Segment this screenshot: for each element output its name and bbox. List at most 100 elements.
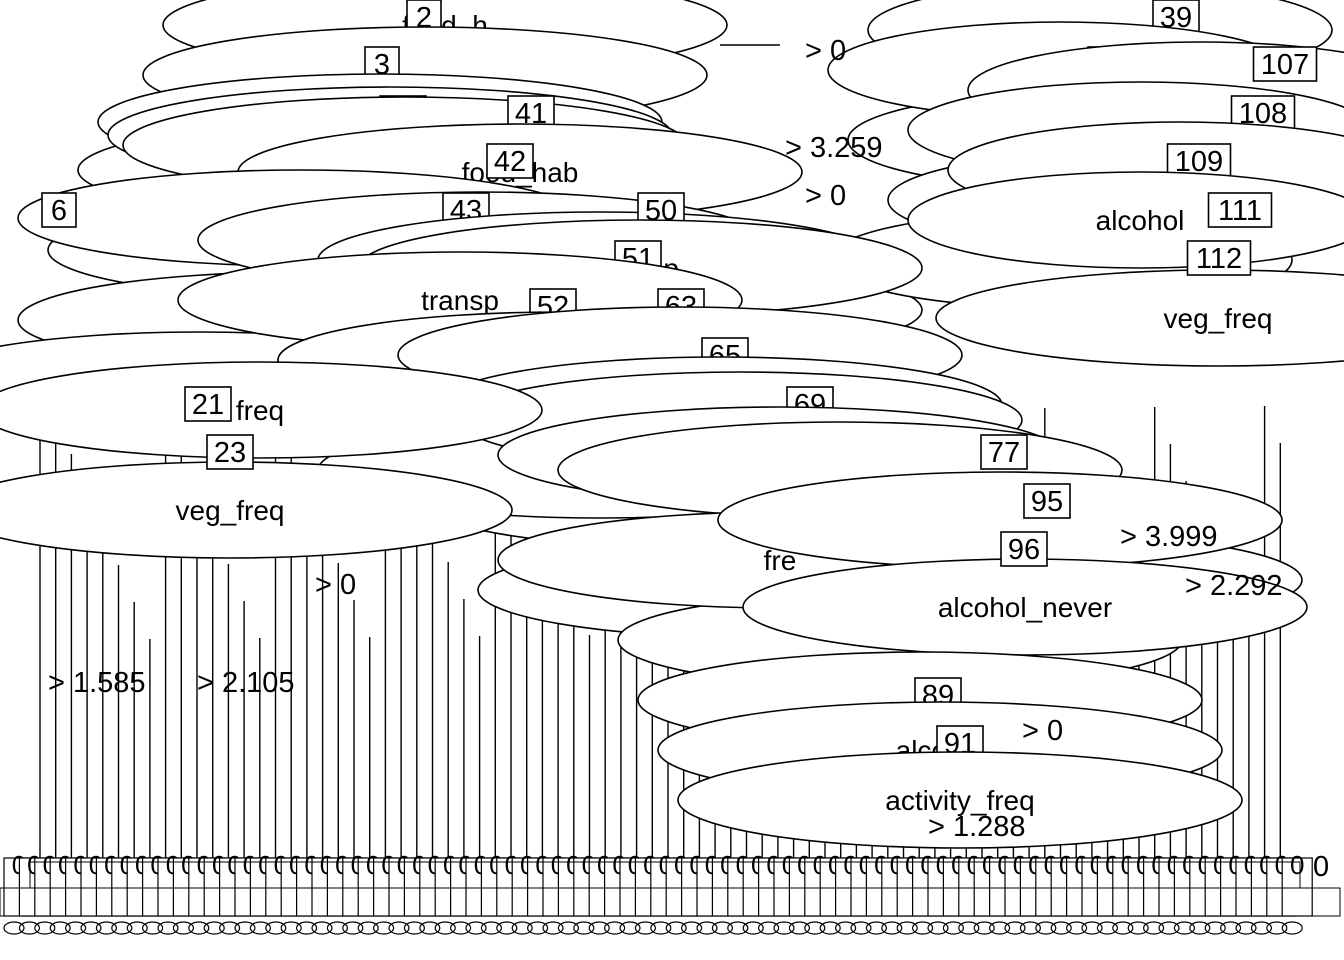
leaf-node-ellipse — [911, 921, 934, 935]
node-variable-label: alcohol_never — [938, 592, 1112, 623]
node-id-label: 42 — [494, 146, 526, 178]
leaf-node-ellipse — [157, 921, 179, 935]
split-condition-label: > 0 — [315, 569, 356, 601]
leaf-row-frame — [0, 887, 1341, 917]
node-variable-label: alcohol — [1096, 205, 1185, 236]
leaf-node-ellipse — [1142, 921, 1165, 935]
leaf-node-ellipse — [388, 921, 410, 935]
leaf-node-ellipse — [958, 921, 980, 935]
leaf-node-ellipse — [650, 921, 672, 935]
leaf-node-ellipse — [696, 921, 718, 935]
node-id-box — [41, 192, 77, 228]
node-id-label: 21 — [192, 389, 224, 421]
leaf-node-ellipse — [326, 921, 348, 935]
node-variable-label: transp — [421, 285, 499, 316]
leaf-node-ellipse — [573, 921, 595, 935]
leaf-node-ellipse — [804, 921, 826, 935]
leaf-node-ellipse — [1050, 921, 1072, 935]
leaf-node-ellipse — [1266, 921, 1288, 935]
node-id-box — [1023, 483, 1071, 519]
node-id-box — [486, 143, 534, 179]
leaf-node-ellipse — [18, 921, 40, 935]
node-variable-label: freq — [236, 395, 284, 426]
leaf-node-ellipse — [511, 921, 533, 935]
leaf-node-ellipse — [773, 921, 795, 935]
tree-nodes: food_h23f43541food_hab42transp64350trans… — [0, 0, 1344, 849]
split-condition-label: > 0 — [1022, 715, 1063, 747]
leaf-node-ellipse — [434, 921, 456, 935]
split-condition-label: > 3.999 — [1120, 521, 1218, 553]
leaf-node-ellipse — [865, 921, 888, 935]
split-condition-label: > 2.105 — [197, 667, 295, 699]
leaf-node-ellipse — [1219, 921, 1242, 935]
leaf-node-ellipse — [1204, 921, 1226, 935]
leaf-node-ellipse — [619, 921, 641, 935]
leaf-node-ellipse — [172, 921, 194, 935]
split-condition-label: > 3.259 — [785, 132, 883, 164]
leaf-node-ellipse — [665, 921, 687, 935]
leaf-node-ellipse — [850, 921, 872, 935]
node-id-label: 95 — [1031, 486, 1063, 518]
split-condition-label: > 1.288 — [928, 811, 1026, 843]
leaf-node-ellipse — [403, 921, 425, 935]
leaf-node-ellipse — [142, 921, 164, 935]
node-id-box — [1252, 46, 1318, 82]
node-id-label: 2 — [416, 2, 432, 34]
leaf-node-ellipse — [1065, 921, 1088, 935]
split-condition-label: > 0 — [805, 180, 846, 212]
leaf-node-ellipse — [727, 921, 749, 935]
leaf-node-ellipse — [465, 921, 487, 935]
leaf-node-ellipse — [603, 921, 626, 935]
leaf-node-ellipse — [1019, 921, 1042, 935]
node-id-box — [184, 386, 232, 422]
node-id-box — [980, 434, 1028, 470]
split-labels: > 0> 3.259> 0> 0> 1.585> 2.105> 3.999> 2… — [48, 35, 1329, 883]
leaf-node-ellipse — [542, 921, 564, 935]
leaf-node-ellipse — [1096, 921, 1119, 935]
node-id-box — [1186, 240, 1252, 276]
leaf-node-ellipse — [680, 921, 703, 935]
leaf-node-ellipse — [3, 921, 25, 935]
node-id-label: 107 — [1261, 49, 1309, 81]
leaf-node-ellipse — [1235, 921, 1257, 935]
leaf-node-ellipse — [1081, 921, 1103, 935]
node-id-box — [1207, 192, 1273, 228]
inner-node-ellipse — [0, 361, 543, 459]
leaf-node-ellipse — [357, 921, 379, 935]
leaf-node-ellipse — [249, 921, 271, 935]
node-id-label: 3 — [374, 49, 390, 81]
leaf-node-ellipse — [234, 921, 256, 935]
leaf-node-ellipse — [188, 921, 210, 935]
leaf-node-ellipse — [49, 921, 71, 935]
leaf-node-ellipse — [80, 921, 102, 935]
leaf-node-ellipse — [742, 921, 764, 935]
node-id-label: 96 — [1008, 534, 1040, 566]
leaf-node-ellipse — [1173, 921, 1196, 935]
inner-node: freq 21 — [0, 361, 543, 459]
leaf-node-ellipse — [296, 921, 318, 935]
leaf-node-ellipse — [557, 921, 580, 935]
leaf-node-ellipse — [111, 921, 133, 935]
leaf-node-ellipse — [881, 921, 903, 935]
split-condition-label: > 1.585 — [48, 667, 146, 699]
node-id-label: 6 — [51, 195, 67, 227]
leaf-node-ellipse — [219, 921, 241, 935]
inner-node: 95 — [717, 471, 1283, 569]
leaf-node-ellipse — [419, 921, 441, 935]
leaf-node-ellipse — [1281, 921, 1303, 935]
leaf-node-label: 0 — [1290, 850, 1304, 880]
leaf-node-ellipse — [373, 921, 395, 935]
leaf-node-ellipse — [588, 921, 610, 935]
leaf-node-ellipse — [34, 921, 56, 935]
leaf-node-ellipse — [480, 921, 502, 935]
leaf-node-ellipse — [757, 921, 780, 935]
leaf-node-ellipse — [126, 921, 148, 935]
node-id-label: 77 — [988, 437, 1020, 469]
node-id-label: 112 — [1196, 243, 1242, 275]
leaf-node-ellipse — [788, 921, 811, 935]
leaf-node-ellipse — [896, 921, 918, 935]
leaf-node-ellipse — [311, 921, 333, 935]
inner-node: activity_freq — [677, 751, 1243, 849]
